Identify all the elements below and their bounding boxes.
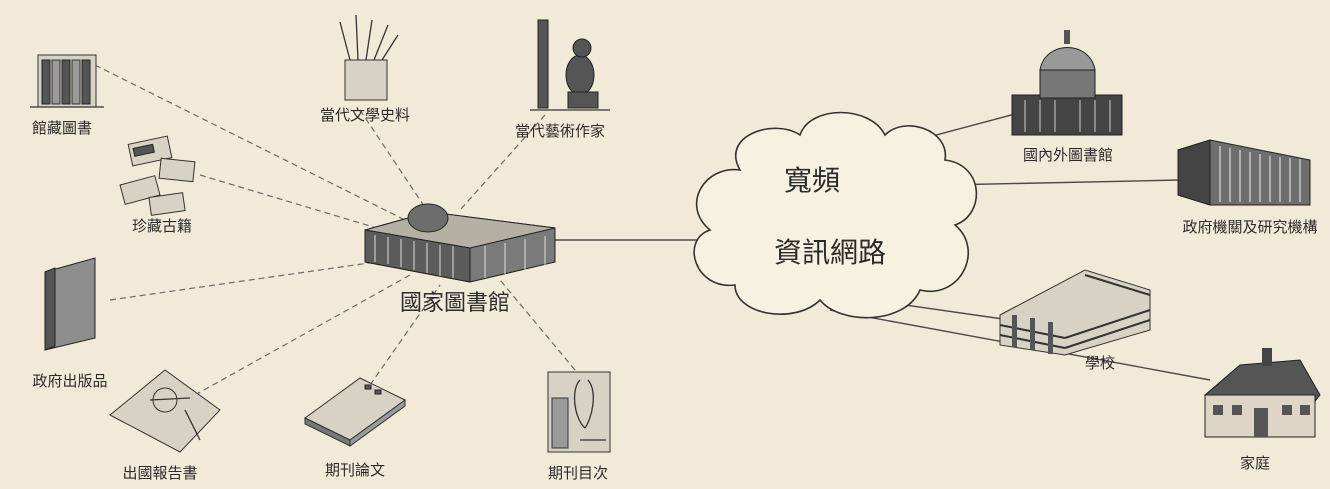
source-collection: 館藏圖書 <box>30 54 104 137</box>
destination-schools: 學校 <box>999 269 1151 372</box>
hub-label: 國家圖書館 <box>400 291 510 316</box>
domed-library-icon <box>1011 30 1123 136</box>
label-home: 家庭 <box>1240 454 1270 472</box>
destination-government-research: 政府機關及研究機構 <box>1177 139 1318 236</box>
label-libraries: 國內外圖書館 <box>1023 146 1113 164</box>
label-government: 政府機關及研究機構 <box>1182 218 1317 236</box>
source-overseas-reports: 出國報告書 <box>109 369 221 482</box>
label-journal-articles: 期刊論文 <box>325 461 385 479</box>
tree-icon <box>407 203 449 233</box>
source-journal-articles: 期刊論文 <box>304 377 406 479</box>
rare-books-icon <box>119 135 196 216</box>
label-literature: 當代文學史料 <box>320 106 410 124</box>
connector-journal-articles <box>369 284 441 386</box>
school-building-icon <box>999 269 1151 356</box>
house-icon <box>1204 348 1321 438</box>
label-reports: 出國報告書 <box>122 464 197 482</box>
connector-literature <box>359 109 431 216</box>
contents-page-icon <box>547 371 611 453</box>
connector-artists <box>459 114 546 211</box>
connector-rare-books <box>199 174 401 236</box>
connector-journal-contents <box>499 279 576 371</box>
label-journal-contents: 期刊目次 <box>548 464 608 482</box>
bookshelf-icon <box>30 54 104 108</box>
network-line1: 寬頻 <box>784 164 840 197</box>
pencil-cup-icon <box>339 14 399 101</box>
source-journal-contents: 期刊目次 <box>547 371 611 482</box>
source-contemporary-artists: 當代藝術作家 <box>515 19 610 140</box>
cloud-shape <box>693 111 978 319</box>
artist-painting-icon <box>530 19 610 111</box>
national-library-hub: 國家圖書館 <box>364 203 556 316</box>
destination-home: 家庭 <box>1204 348 1321 472</box>
government-building-icon <box>1177 139 1311 206</box>
source-contemporary-literature: 當代文學史料 <box>320 14 410 124</box>
label-schools: 學校 <box>1085 354 1115 372</box>
source-rare-books: 珍藏古籍 <box>119 135 196 235</box>
source-government-publications: 政府出版品 <box>32 257 108 390</box>
broadband-network-cloud: 寬頻 資訊網路 <box>693 111 978 319</box>
network-line2: 資訊網路 <box>774 236 886 269</box>
label-collection: 館藏圖書 <box>32 119 92 137</box>
journal-stack-icon <box>304 377 406 447</box>
connector-reports <box>194 274 411 396</box>
label-gov-publications: 政府出版品 <box>32 372 107 390</box>
report-document-icon <box>109 369 221 453</box>
label-rare-books: 珍藏古籍 <box>132 217 192 235</box>
publication-book-icon <box>44 257 96 351</box>
connector-gov-publications <box>109 259 391 301</box>
label-artists: 當代藝術作家 <box>515 122 605 140</box>
destination-libraries: 國內外圖書館 <box>1011 30 1123 164</box>
connector-government <box>944 179 1181 186</box>
source-connectors <box>94 64 576 396</box>
